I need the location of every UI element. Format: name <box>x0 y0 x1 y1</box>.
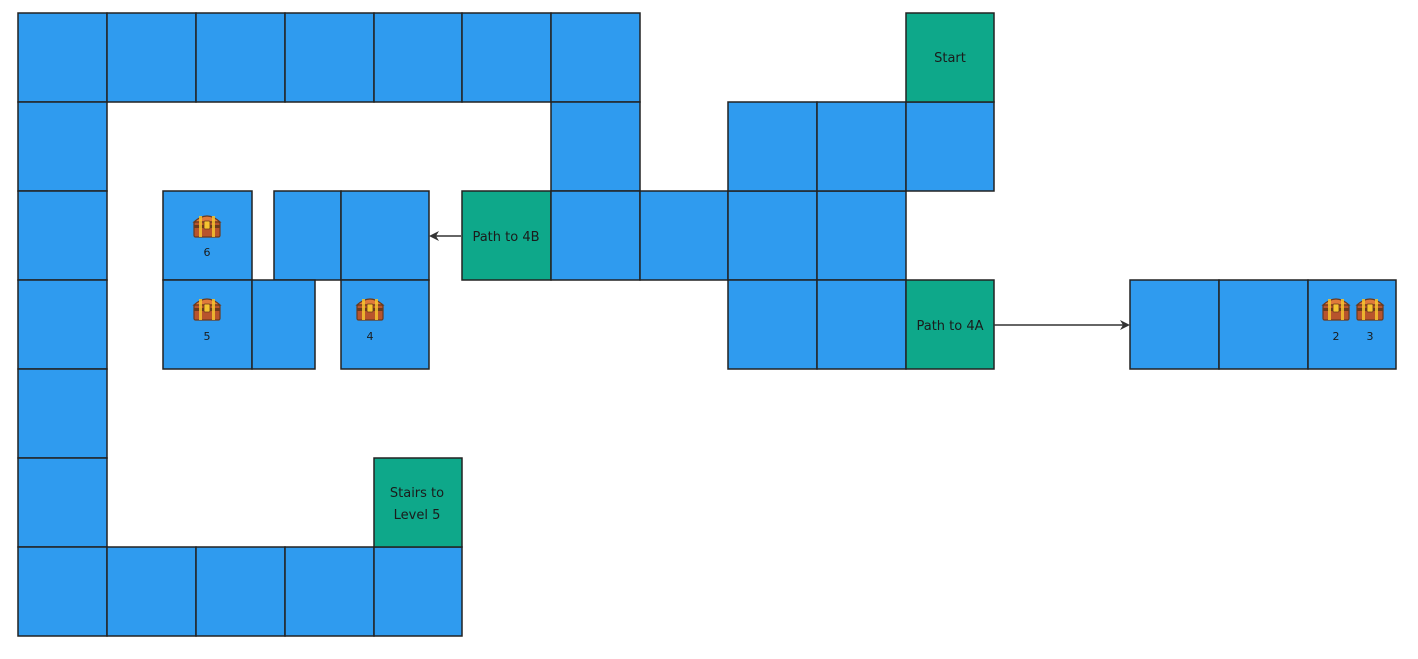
room-cell <box>106 12 197 103</box>
stairs-label-line2: Level 5 <box>394 508 441 523</box>
chest-number-2: 2 <box>1333 330 1340 343</box>
chest-number-6: 6 <box>204 246 211 259</box>
room-cell <box>1218 279 1309 370</box>
path-4a-cell <box>905 279 995 370</box>
treasure-chest-icon <box>1321 298 1351 321</box>
room-cell <box>17 190 108 281</box>
stairs-label-line1: Stairs to <box>390 486 444 501</box>
room-cell <box>373 12 463 103</box>
room-cell <box>816 279 907 370</box>
stairs-cell <box>373 457 463 548</box>
room-cell <box>17 12 108 103</box>
start-cell <box>905 12 995 103</box>
treasure-chest-icon <box>1355 298 1385 321</box>
room-cell <box>639 190 729 281</box>
treasure-chest-icon <box>355 298 385 321</box>
room-cell <box>1307 279 1397 370</box>
room-cell <box>550 190 641 281</box>
room-cell <box>17 279 108 370</box>
room-cell <box>340 190 430 281</box>
room-cell <box>550 101 641 192</box>
room-cell <box>195 12 286 103</box>
room-cell <box>284 12 375 103</box>
treasure-room-cell <box>340 279 430 370</box>
room-cell <box>251 279 316 370</box>
room-cell <box>106 546 197 637</box>
room-cell <box>905 101 995 192</box>
treasure-room-cell <box>162 279 253 370</box>
room-cell <box>195 546 286 637</box>
room-cell <box>17 546 108 637</box>
start-label: Start <box>934 51 966 66</box>
room-cell <box>727 190 818 281</box>
room-cell <box>727 101 818 192</box>
chest-number-5: 5 <box>204 330 211 343</box>
room-cell <box>17 368 108 459</box>
room-cell <box>17 101 108 192</box>
path-4b-cell <box>461 190 552 281</box>
room-cell <box>284 546 375 637</box>
path-4b-label: Path to 4B <box>472 230 539 245</box>
chest-number-4: 4 <box>367 330 374 343</box>
treasure-chest-icon <box>192 215 222 238</box>
room-cell <box>273 190 342 281</box>
room-grid <box>17 12 1397 637</box>
room-cell <box>461 12 552 103</box>
chest-number-3: 3 <box>1367 330 1374 343</box>
room-cell <box>1129 279 1220 370</box>
treasure-chest-icon <box>192 298 222 321</box>
room-cell <box>816 190 907 281</box>
room-cell <box>727 279 818 370</box>
room-cell <box>550 12 641 103</box>
path-4a-label: Path to 4A <box>916 319 983 334</box>
room-cell <box>816 101 907 192</box>
room-cell <box>17 457 108 548</box>
room-cell <box>373 546 463 637</box>
